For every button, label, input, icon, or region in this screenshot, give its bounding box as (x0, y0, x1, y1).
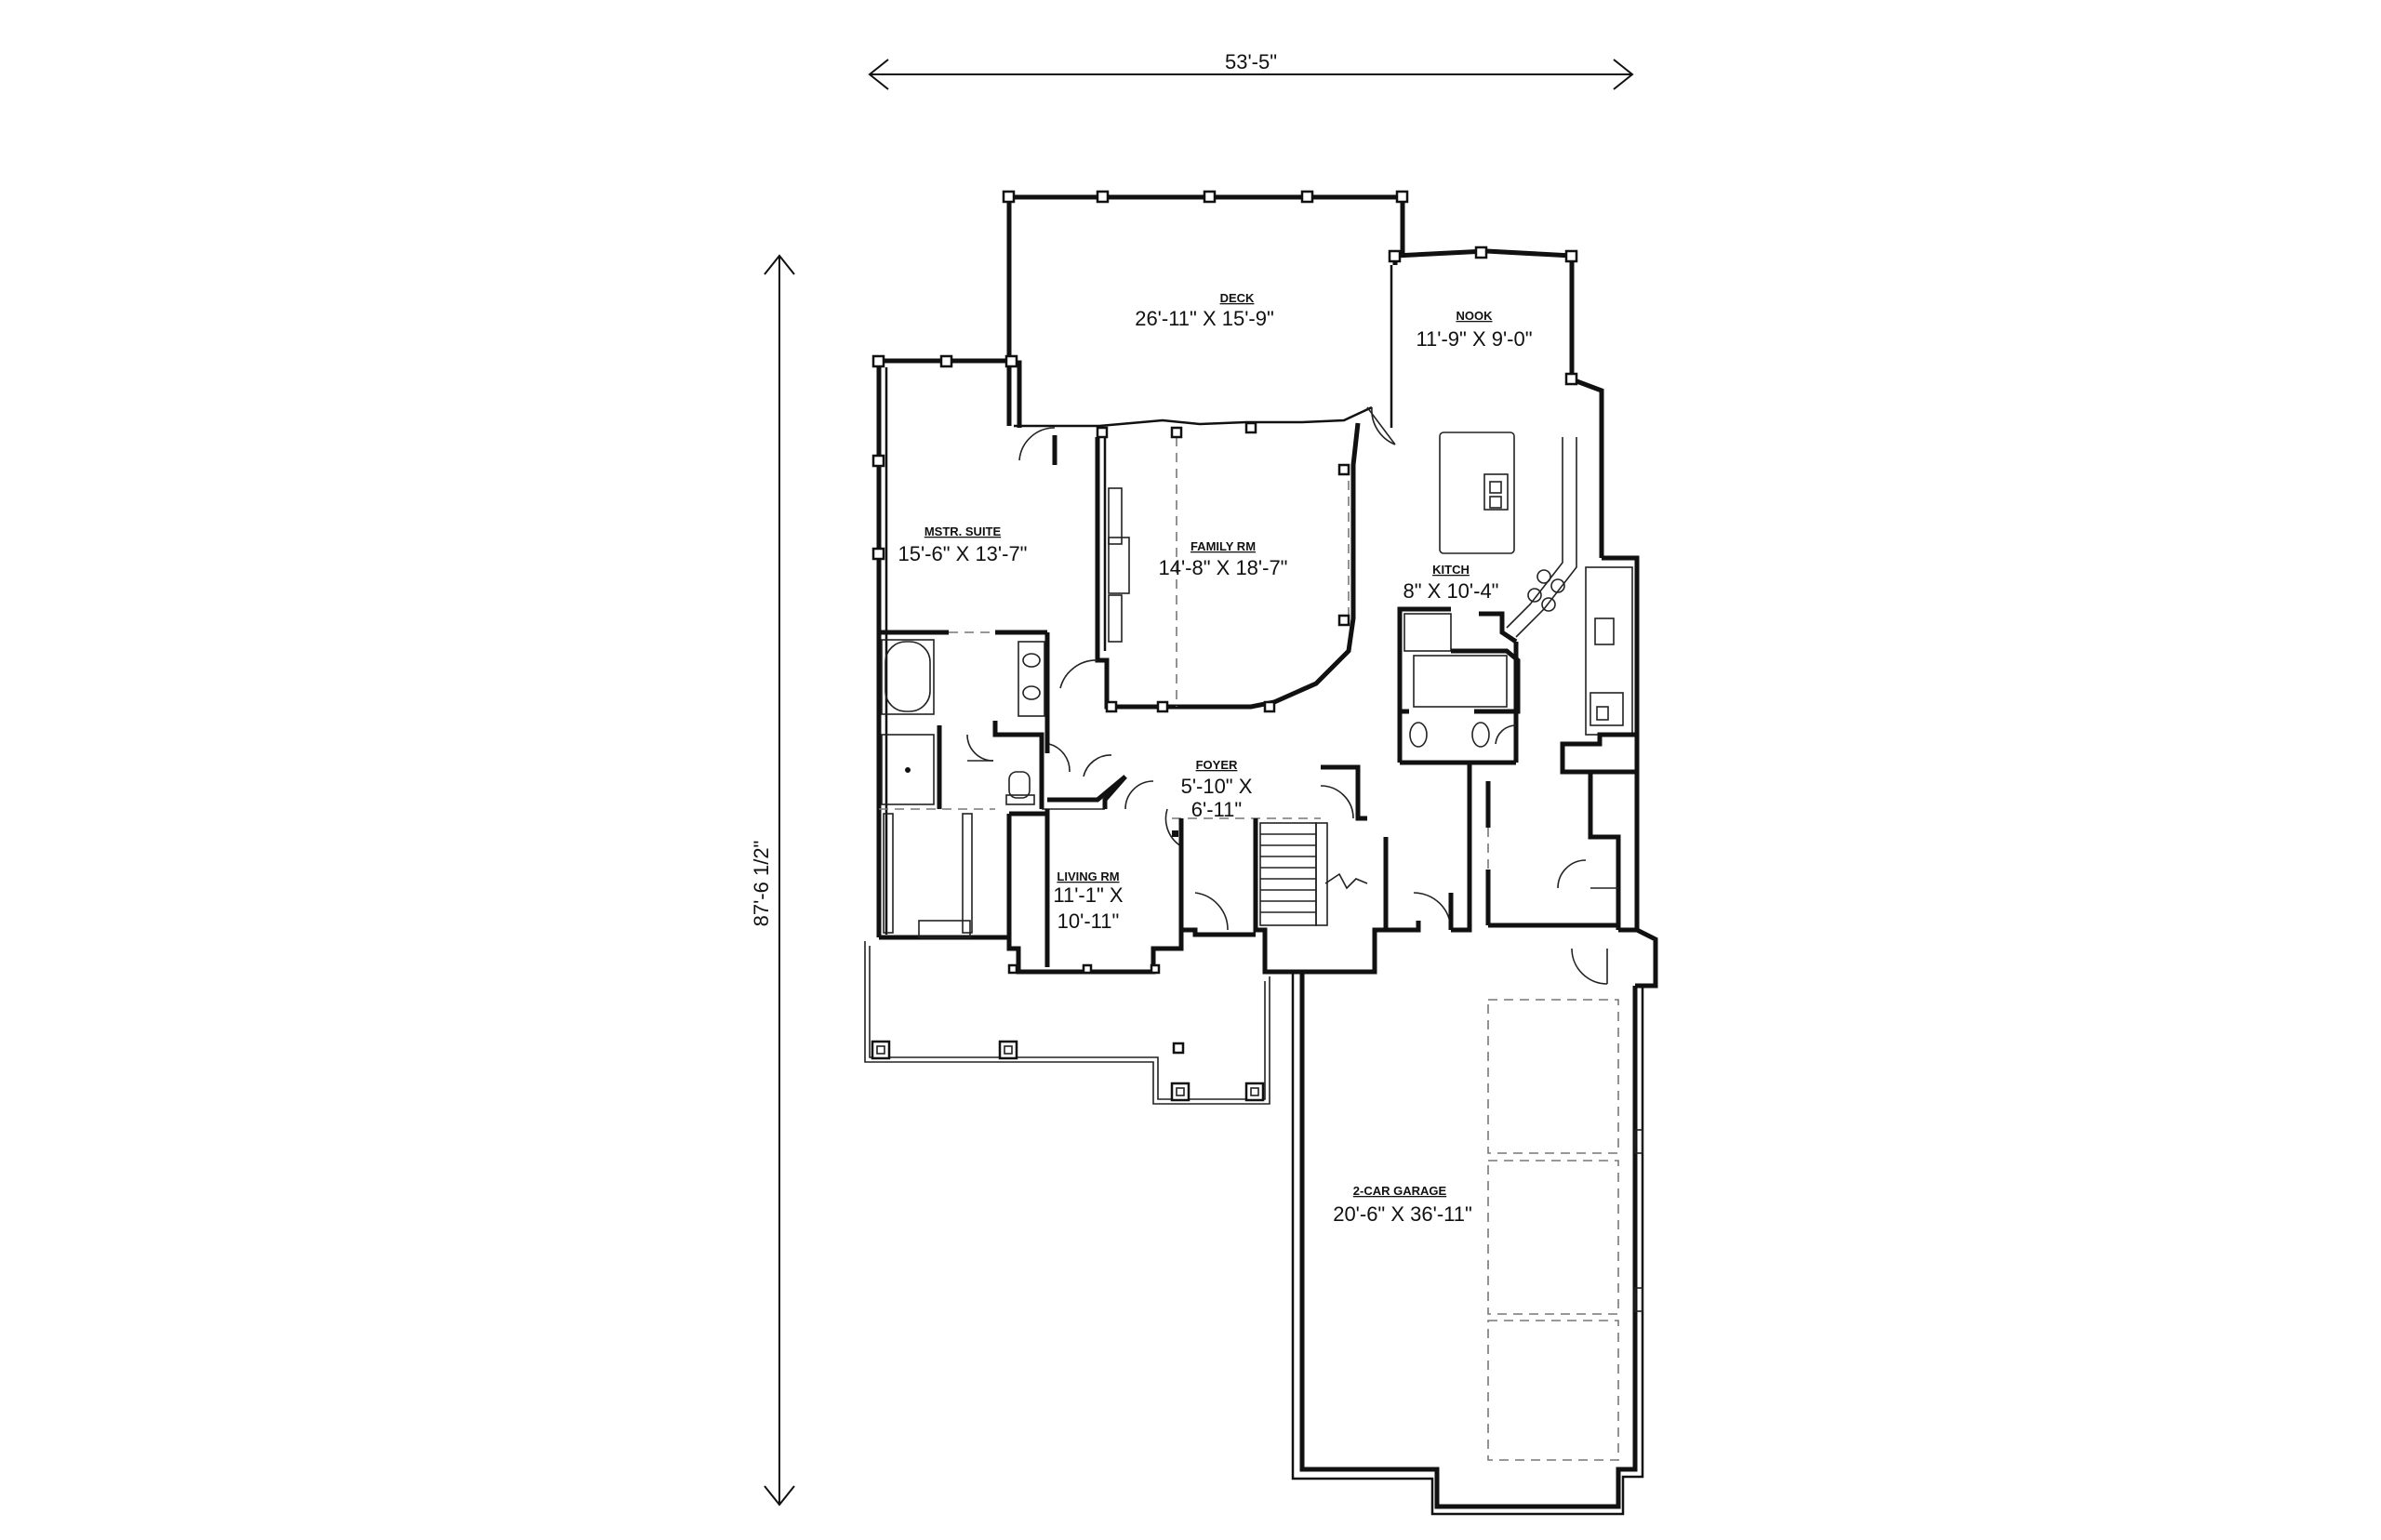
deck-name: DECK (1220, 291, 1255, 305)
kitchen-size: 8" X 10'-4" (1403, 579, 1499, 603)
family-room (1059, 421, 1361, 713)
nook (1366, 246, 1604, 558)
living-room (1006, 811, 1256, 975)
foyer-size-line2: 6'-11" (1191, 798, 1242, 821)
garage-name: 2-CAR GARAGE (1353, 1184, 1447, 1198)
front-porch (864, 941, 1270, 1105)
depth-dimension-label: 87'-6 1/2" (750, 841, 773, 927)
room-labels: DECK 26'-11" X 15'-9" NOOK 11'-9" X 9'-0… (898, 291, 1533, 1226)
living-room-size-line1: 11'-1" X (1053, 883, 1124, 907)
width-dimension-label: 53'-5" (1225, 50, 1277, 73)
living-room-name: LIVING RM (1057, 870, 1119, 883)
living-room-size-line2: 10'-11" (1057, 909, 1120, 933)
garage-size: 20'-6" X 36'-11" (1333, 1202, 1472, 1226)
master-bath (879, 630, 1050, 810)
depth-dimension: 87'-6 1/2" (750, 254, 795, 1507)
master-suite-name: MSTR. SUITE (924, 524, 1002, 538)
family-room-name: FAMILY RM (1190, 539, 1256, 553)
deck (1002, 190, 1409, 428)
garage (1291, 927, 1658, 1516)
family-room-size: 14'-8" X 18'-7" (1159, 556, 1288, 579)
nook-name: NOOK (1457, 309, 1494, 323)
master-suite-size: 15'-6" X 13'-7" (898, 542, 1028, 565)
master-suite (871, 354, 1057, 937)
stairs (1253, 763, 1618, 975)
width-dimension: 53'-5" (868, 46, 1634, 90)
nook-size: 11'-9" X 9'-0" (1416, 327, 1532, 351)
deck-size: 26'-11" X 15'-9" (1135, 307, 1274, 330)
kitchen-name: KITCH (1432, 563, 1470, 577)
foyer-name: FOYER (1196, 758, 1238, 772)
master-closet (879, 743, 1127, 940)
foyer-size-line1: 5'-10" X (1181, 775, 1253, 798)
foyer (1044, 764, 1367, 967)
